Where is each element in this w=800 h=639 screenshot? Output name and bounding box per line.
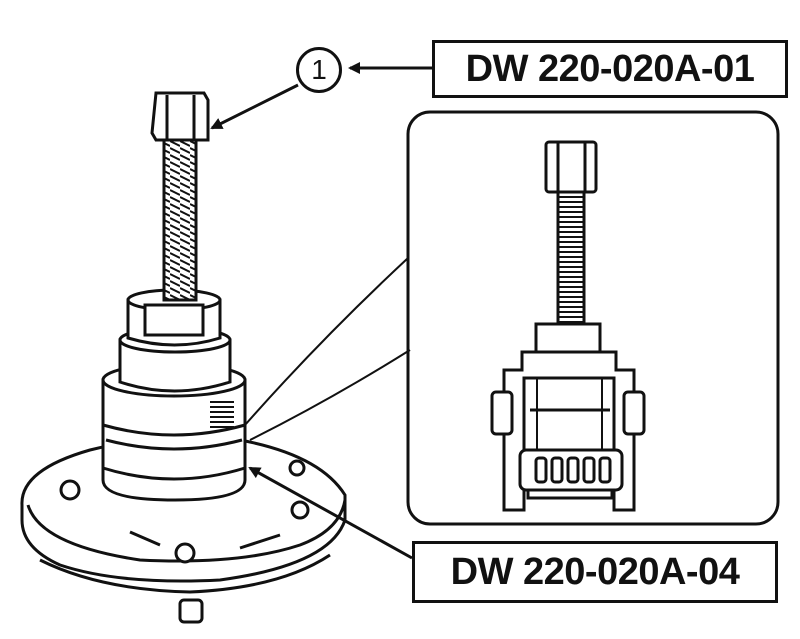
puller-collar [126,288,222,347]
arrow-to-hex-head [210,83,299,130]
inset-detail [244,110,780,526]
arrow-to-adapter-cup [248,466,413,560]
part-label-bottom: DW 220-020A-04 [412,541,778,603]
callout-number-text: 1 [311,54,327,85]
part-number-bottom: DW 220-020A-04 [450,550,740,593]
part-label-top: DW 220-020A-01 [432,40,788,98]
callout-number-badge: 1 [296,47,342,93]
threaded-spindle [162,138,198,302]
hex-head [150,91,210,142]
leader-arrows [210,62,432,560]
part-number-top: DW 220-020A-01 [465,47,755,90]
